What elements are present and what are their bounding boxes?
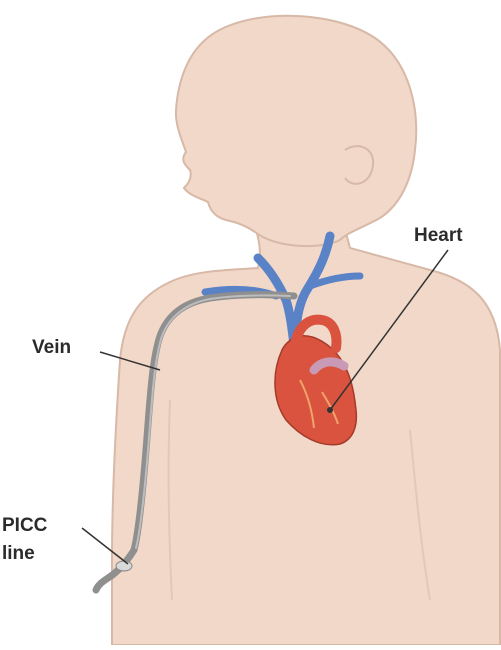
picc-label-line1: PICC — [2, 514, 47, 538]
heart-leader-dot — [327, 407, 333, 413]
heart-label: Heart — [414, 224, 463, 248]
head — [176, 16, 416, 246]
vein-label: Vein — [32, 336, 71, 360]
picc-hub — [116, 561, 132, 571]
picc-label-line2: line — [2, 542, 35, 566]
